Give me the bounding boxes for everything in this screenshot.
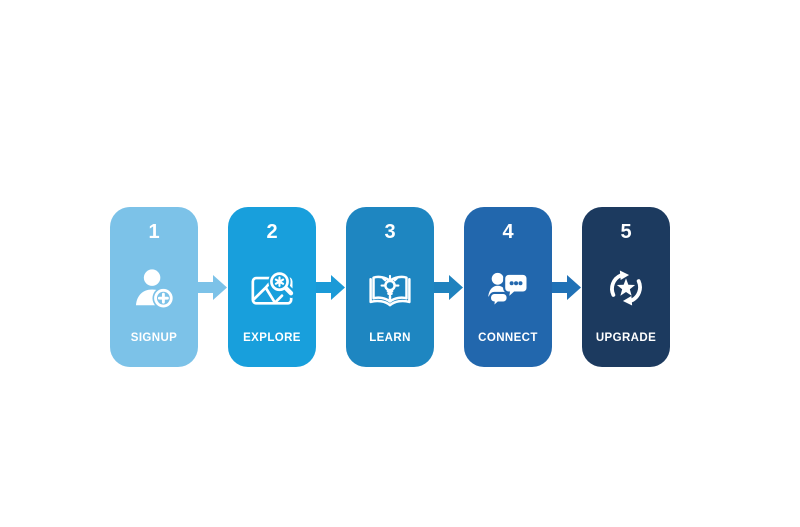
step-label: UPGRADE xyxy=(595,332,657,344)
arrow-right-icon xyxy=(316,274,346,301)
step-card-learn: 3 LEARN xyxy=(346,207,434,367)
arrow-right-icon xyxy=(434,274,464,301)
arrow-right-icon xyxy=(198,274,228,301)
step-card-upgrade: 5 UPGRADE xyxy=(582,207,670,367)
step-label: CONNECT xyxy=(478,332,538,344)
chat-people-icon xyxy=(485,265,531,311)
step-card-signup: 1 SIGNUP xyxy=(110,207,198,367)
book-lightbulb-icon xyxy=(367,265,413,311)
map-search-icon xyxy=(249,265,295,311)
step-number: 2 xyxy=(266,221,278,243)
refresh-star-icon xyxy=(603,265,649,311)
step-label: EXPLORE xyxy=(243,332,301,344)
step-label: SIGNUP xyxy=(130,332,178,344)
step-card-connect: 4 CONNECT xyxy=(464,207,552,367)
arrow-right-icon xyxy=(552,274,582,301)
process-flow: 1 SIGNUP 2 xyxy=(110,207,670,367)
step-number: 4 xyxy=(502,221,514,243)
step-number: 3 xyxy=(384,221,396,243)
step-number: 1 xyxy=(148,221,160,243)
person-add-icon xyxy=(131,265,177,311)
step-card-explore: 2 EXPLORE xyxy=(228,207,316,367)
step-number: 5 xyxy=(620,221,632,243)
step-label: LEARN xyxy=(369,332,411,344)
